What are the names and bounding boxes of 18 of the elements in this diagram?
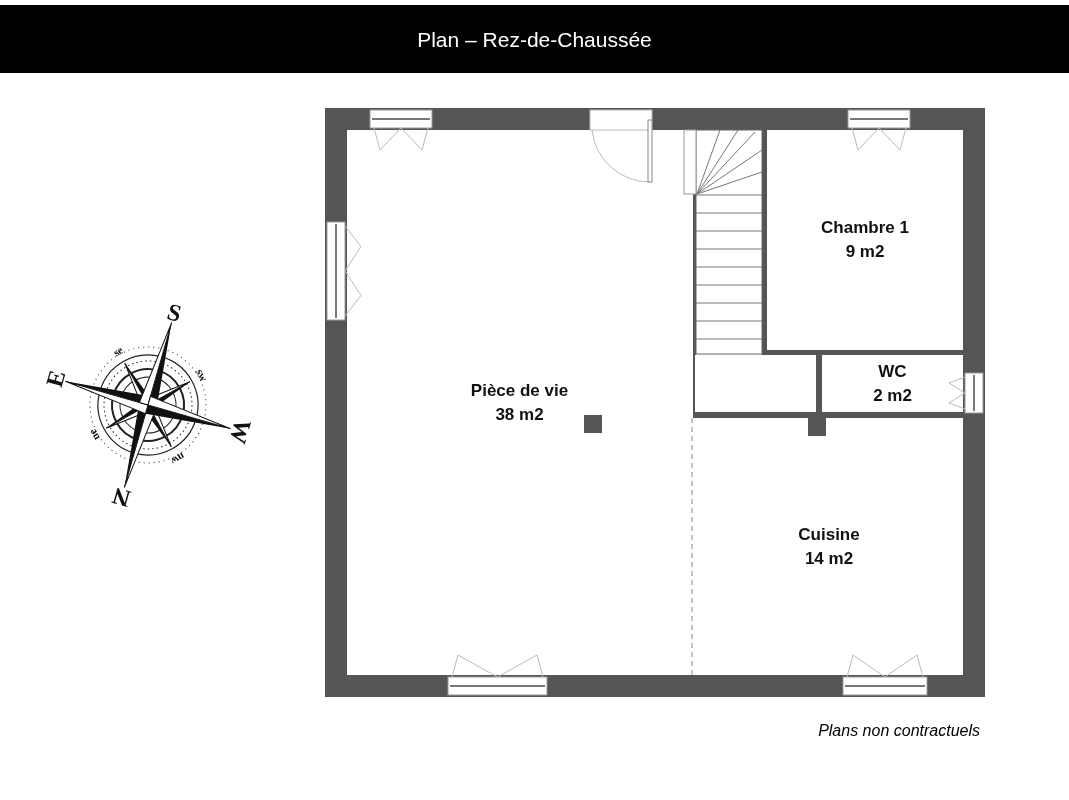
disclaimer-note: Plans non contractuels [818, 722, 980, 740]
room-name: Chambre 1 [821, 217, 909, 239]
compass-subletter: ne [85, 427, 102, 443]
room-area: 14 m2 [804, 546, 854, 571]
compass-letter: W [224, 416, 257, 447]
room-area: 38 m2 [495, 402, 544, 427]
room-area: 9 m2 [845, 240, 885, 264]
compass-subletter: se [111, 343, 125, 359]
compass-letter: N [109, 482, 134, 513]
room-area: 2 m2 [873, 383, 912, 408]
page-title: Plan – Rez-de-Chaussée [417, 27, 652, 53]
room-name: WC [878, 360, 907, 383]
compass-letter: S [164, 298, 185, 328]
room-name: Cuisine [798, 523, 860, 546]
compass-subletter: sw [194, 366, 211, 384]
compass-letter: E [41, 367, 71, 390]
room-name: Pièce de vie [470, 379, 569, 402]
compass-subletter: nw [169, 450, 188, 468]
